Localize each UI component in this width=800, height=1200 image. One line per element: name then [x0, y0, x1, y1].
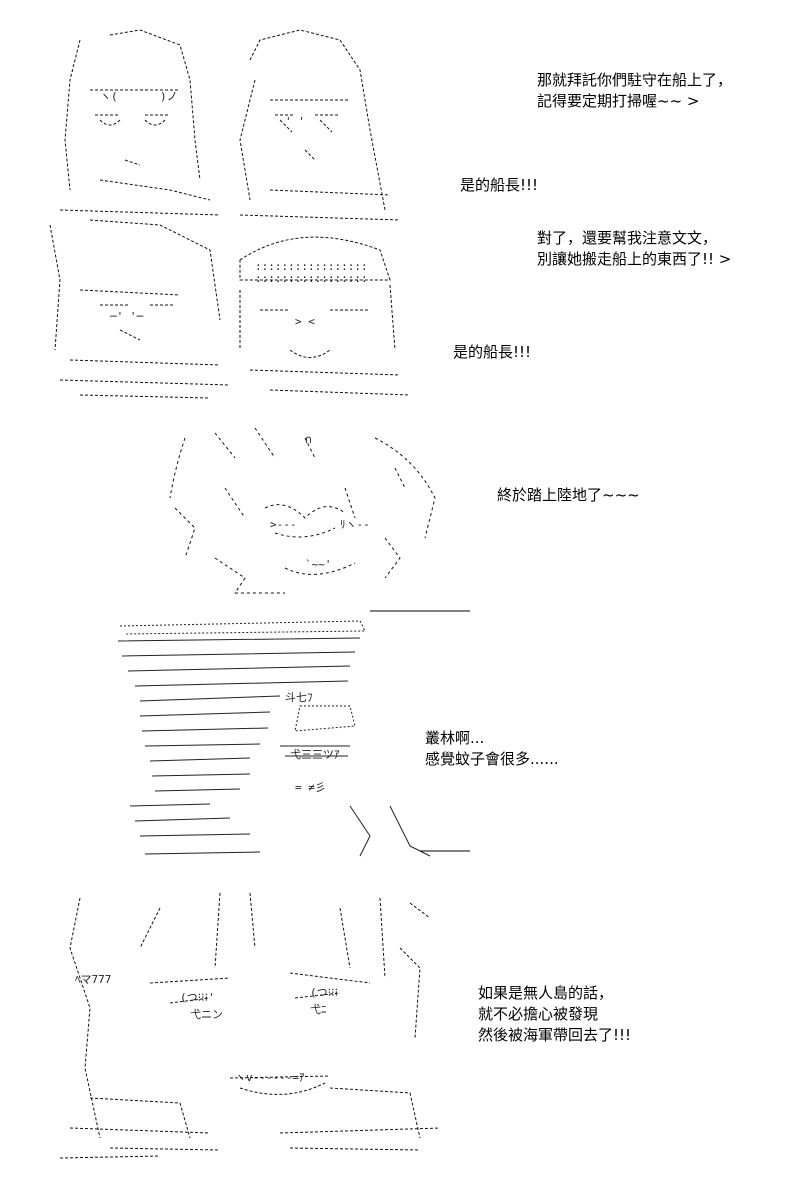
dialogue-reply-2: 是的船長!!! [453, 342, 531, 363]
dialogue-uninhabited-island: 如果是無人島的話， 就不必擔心被發現 然後被海軍帶回去了!!! [478, 983, 631, 1046]
dialogue-line: 是的船長!!! [453, 343, 532, 361]
dialogue-line: 是的船長!!! [460, 176, 539, 194]
dialogue-captain-order: 那就拜託你們駐守在船上了， 記得要定期打掃喔~~ > [537, 70, 732, 112]
svg-text:>---: >--- [270, 518, 297, 531]
ascii-art-jungle-character: 斗七ﾌ 弋三三ツｱ = ≠彡 [117, 610, 470, 857]
svg-text:)ノ: )ノ [160, 90, 178, 103]
svg-text:' ': ' ' [285, 115, 305, 128]
ascii-art-grinning-character: ﾍマ777 (つ⁝⁝⁝' (つ⁝⁝⁝ 弋ニン 弋ﾆ ヽv------=ｱ [59, 892, 441, 1159]
ascii-art-happy-character: ∩ >--- ﾘヽ-- `~~' [169, 428, 436, 594]
svg-text::::::::::::::::::: ::::::::::::::::: [255, 260, 368, 273]
dialogue-line: 如果是無人島的話， [478, 984, 614, 1002]
svg-text:`~~': `~~' [305, 558, 332, 571]
dialogue-line: 那就拜託你們駐守在船上了， [537, 71, 733, 89]
dialogue-line: 叢林啊... [425, 729, 485, 747]
svg-text:斗七ﾌ: 斗七ﾌ [285, 691, 313, 704]
svg-text:ﾘヽ--: ﾘヽ-- [340, 518, 370, 531]
svg-text:= ≠彡: = ≠彡 [295, 781, 326, 794]
dialogue-line: 感覺蚊子會很多...... [425, 750, 559, 768]
dialogue-reply-1: 是的船長!!! [460, 175, 538, 196]
dialogue-line: 記得要定期打掃喔~~ > [537, 92, 700, 110]
dialogue-line: 就不必擔心被發現 [478, 1005, 599, 1023]
dialogue-landed: 終於踏上陸地了~~~ [497, 485, 640, 506]
dialogue-line: 別讓她搬走船上的東西了!! > [537, 250, 732, 268]
dialogue-line: 然後被海軍帶回去了!!! [478, 1026, 632, 1044]
svg-text:∩: ∩ [305, 433, 312, 446]
svg-text:ヽ(: ヽ( [100, 90, 118, 103]
dialogue-captain-extra: 對了，還要幫我注意文文， 別讓她搬走船上的東西了!! > [537, 228, 731, 270]
svg-text:弋ニン: 弋ニン [190, 1008, 223, 1021]
svg-text:> <: > < [295, 315, 315, 328]
svg-text:弋三三ツｱ: 弋三三ツｱ [290, 748, 340, 761]
svg-text::::::::::::::::::: ::::::::::::::::: [255, 272, 368, 285]
svg-text:(つ⁝⁝⁝: (つ⁝⁝⁝ [310, 986, 338, 999]
svg-text:ヽv------=ｱ: ヽv------=ｱ [235, 1071, 305, 1084]
ascii-art-four-characters: ヽ( )ノ ' ' ─' '─ > < ::::::::::::::::: :::… [49, 29, 411, 399]
svg-text:弋ﾆ: 弋ﾆ [310, 1003, 327, 1016]
dialogue-line: 對了，還要幫我注意文文， [537, 229, 718, 247]
svg-text:─' '─: ─' '─ [109, 310, 143, 323]
dialogue-line: 終於踏上陸地了~~~ [497, 486, 640, 504]
svg-text:ﾍマ777: ﾍマ777 [75, 973, 111, 986]
dialogue-jungle: 叢林啊... 感覺蚊子會很多...... [425, 728, 559, 770]
svg-text:(つ⁝⁝⁝': (つ⁝⁝⁝' [180, 991, 215, 1004]
